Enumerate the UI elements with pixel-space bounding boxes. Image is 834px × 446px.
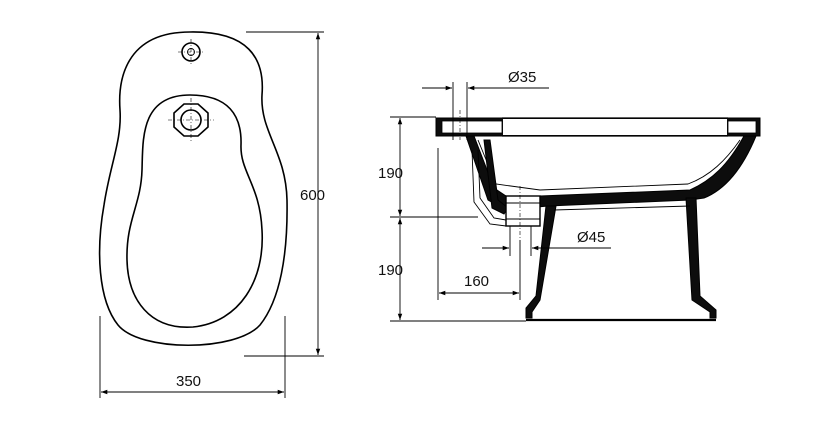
tap-hole-symbol bbox=[178, 39, 204, 65]
top-view: 600 350 bbox=[98, 31, 325, 398]
lower-height-dimension: 190 bbox=[378, 218, 526, 322]
waste-offset-dimension-label: 160 bbox=[464, 273, 489, 290]
tap-hole-dimension: Ø35 bbox=[422, 69, 549, 140]
length-dimension-label: 600 bbox=[300, 187, 325, 204]
bidet-outer-outline bbox=[98, 31, 288, 346]
pedestal bbox=[525, 205, 557, 319]
waste-outlet-dimension-label: Ø45 bbox=[577, 229, 605, 246]
length-dimension: 600 bbox=[244, 31, 325, 357]
width-dimension-label: 350 bbox=[176, 373, 201, 390]
bowl-shell bbox=[465, 135, 757, 211]
waste-offset-dimension: 160 bbox=[437, 148, 521, 300]
width-dimension: 350 bbox=[99, 316, 286, 398]
upper-height-dimension: 190 bbox=[378, 116, 478, 218]
lower-height-dimension-label: 190 bbox=[378, 262, 403, 279]
waste-outlet-dimension: Ø45 bbox=[482, 226, 611, 256]
tap-hole-dimension-label: Ø35 bbox=[508, 69, 536, 86]
waste-outlet bbox=[505, 186, 541, 240]
side-view: Ø35 190 190 160 Ø45 bbox=[378, 69, 761, 322]
drain-hole-symbol bbox=[168, 98, 214, 142]
upper-height-dimension-label: 190 bbox=[378, 165, 403, 182]
bidet-bowl-inner-outline bbox=[126, 94, 263, 328]
